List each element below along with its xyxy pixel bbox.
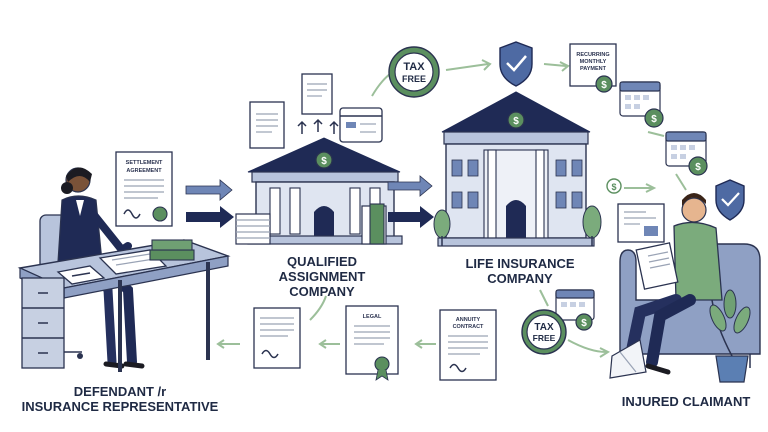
svg-text:RECURRING: RECURRING: [576, 52, 609, 58]
dollar-coin-icon: [606, 178, 622, 194]
svg-text:$: $: [611, 182, 616, 192]
life-insurance-company: $ LIFE INSURANCE COMPANY: [433, 91, 602, 286]
seal-icon: [152, 206, 168, 222]
life-label-line1: LIFE INSURANCE: [465, 256, 574, 271]
dollar-coin-icon: [575, 313, 593, 331]
arrow-left-icon: [414, 339, 436, 349]
arrow-up-icon: [297, 120, 307, 134]
arrow-left-icon: [318, 339, 340, 349]
claimant-head: [681, 197, 707, 223]
injured-claimant-scene: INJURED CLAIMANT: [609, 193, 761, 409]
tax-free-top-line2: FREE: [402, 74, 426, 84]
document-icon: [253, 307, 301, 369]
dollar-coin-icon: [644, 108, 664, 128]
settlement-title-2: AGREEMENT: [126, 168, 162, 174]
tax-free-bottom-line2: FREE: [533, 333, 556, 343]
qualified-label-line2: ASSIGNMENT: [279, 269, 366, 284]
bottom-flow: $ TAX FREE ANNUITY CONTRACT LEGAL: [216, 289, 611, 381]
arrows-to-life-insurance: [387, 175, 434, 228]
svg-text:LEGAL: LEGAL: [363, 314, 382, 320]
tax-free-badge-top: TAX FREE: [388, 46, 440, 98]
svg-text:$: $: [513, 116, 519, 127]
document-icon: [301, 73, 333, 115]
plant-pot: [715, 355, 749, 383]
desk: [17, 239, 231, 372]
qualified-label-line3: COMPANY: [289, 284, 355, 299]
svg-text:ANNUITY: ANNUITY: [456, 317, 481, 323]
legal-document: LEGAL: [345, 305, 399, 381]
svg-text:MONTHLY: MONTHLY: [580, 59, 607, 65]
tax-free-top-line1: TAX: [403, 61, 425, 73]
claimant-label: INJURED CLAIMANT: [622, 394, 751, 409]
arrow-right-icon: [388, 206, 434, 228]
tax-free-bottom-line1: TAX: [534, 322, 554, 333]
dollar-coin-icon: [595, 75, 613, 93]
svg-text:$: $: [321, 156, 327, 167]
tax-free-badge-bottom: TAX FREE: [521, 309, 567, 355]
settlement-agreement-document: SETTLEMENT AGREEMENT: [115, 151, 173, 227]
arrow-right-icon: [445, 59, 492, 71]
svg-text:PAYMENT: PAYMENT: [580, 66, 607, 72]
arrow-up-icon: [329, 120, 339, 134]
defendant-scene: SETTLEMENT AGREEMENT DEFENDANT /r INSURA…: [17, 151, 231, 414]
svg-text:$: $: [581, 318, 587, 329]
arrow-up-icon: [313, 118, 323, 132]
arrow-right-icon: [543, 61, 570, 72]
payment-to-claimant: $: [606, 178, 665, 243]
calendar-icon: $: [555, 289, 595, 331]
arrow-right-icon: [387, 175, 433, 197]
svg-text:$: $: [601, 80, 607, 91]
leg-cast: [609, 339, 647, 379]
arrows-to-qualified: [185, 179, 234, 228]
payment-document-icon: [617, 203, 665, 243]
shield-check-icon: [715, 179, 745, 221]
defendant-label-line1: DEFENDANT /r: [74, 384, 166, 399]
seal-icon: [374, 356, 390, 372]
life-label-line2: COMPANY: [487, 271, 553, 286]
arrow-right-icon: [185, 179, 233, 201]
defendant-label-line2: INSURANCE REPRESENTATIVE: [22, 399, 219, 414]
settlement-title-1: SETTLEMENT: [126, 160, 163, 166]
dollar-coin-icon: [315, 151, 333, 169]
arrow-right-icon: [567, 339, 611, 358]
dollar-coin-icon: [507, 111, 525, 129]
dollar-coin-icon: [688, 156, 708, 176]
arrow-right-icon: [624, 183, 657, 193]
svg-text:CONTRACT: CONTRACT: [453, 324, 484, 330]
svg-text:$: $: [651, 114, 657, 125]
arrow-right-icon: [186, 206, 234, 228]
calendar-icon: $: [665, 131, 708, 176]
annuity-contract-document: ANNUITY CONTRACT: [439, 309, 497, 381]
arrow-left-icon: [216, 339, 240, 349]
qualified-label-line1: QUALIFIED: [287, 254, 357, 269]
svg-text:$: $: [695, 162, 701, 173]
qualified-assignment-company: $ QUALIFIED ASSIGNMENT COMPANY: [235, 73, 403, 299]
shield-check-icon: [499, 41, 533, 87]
top-flow: TAX FREE RECURRING MONTHLY PAYMENT $ $: [371, 41, 745, 221]
calendar-icon: $: [619, 81, 664, 128]
recurring-payment-document: RECURRING MONTHLY PAYMENT $: [569, 43, 617, 93]
document-icon: [249, 101, 285, 149]
